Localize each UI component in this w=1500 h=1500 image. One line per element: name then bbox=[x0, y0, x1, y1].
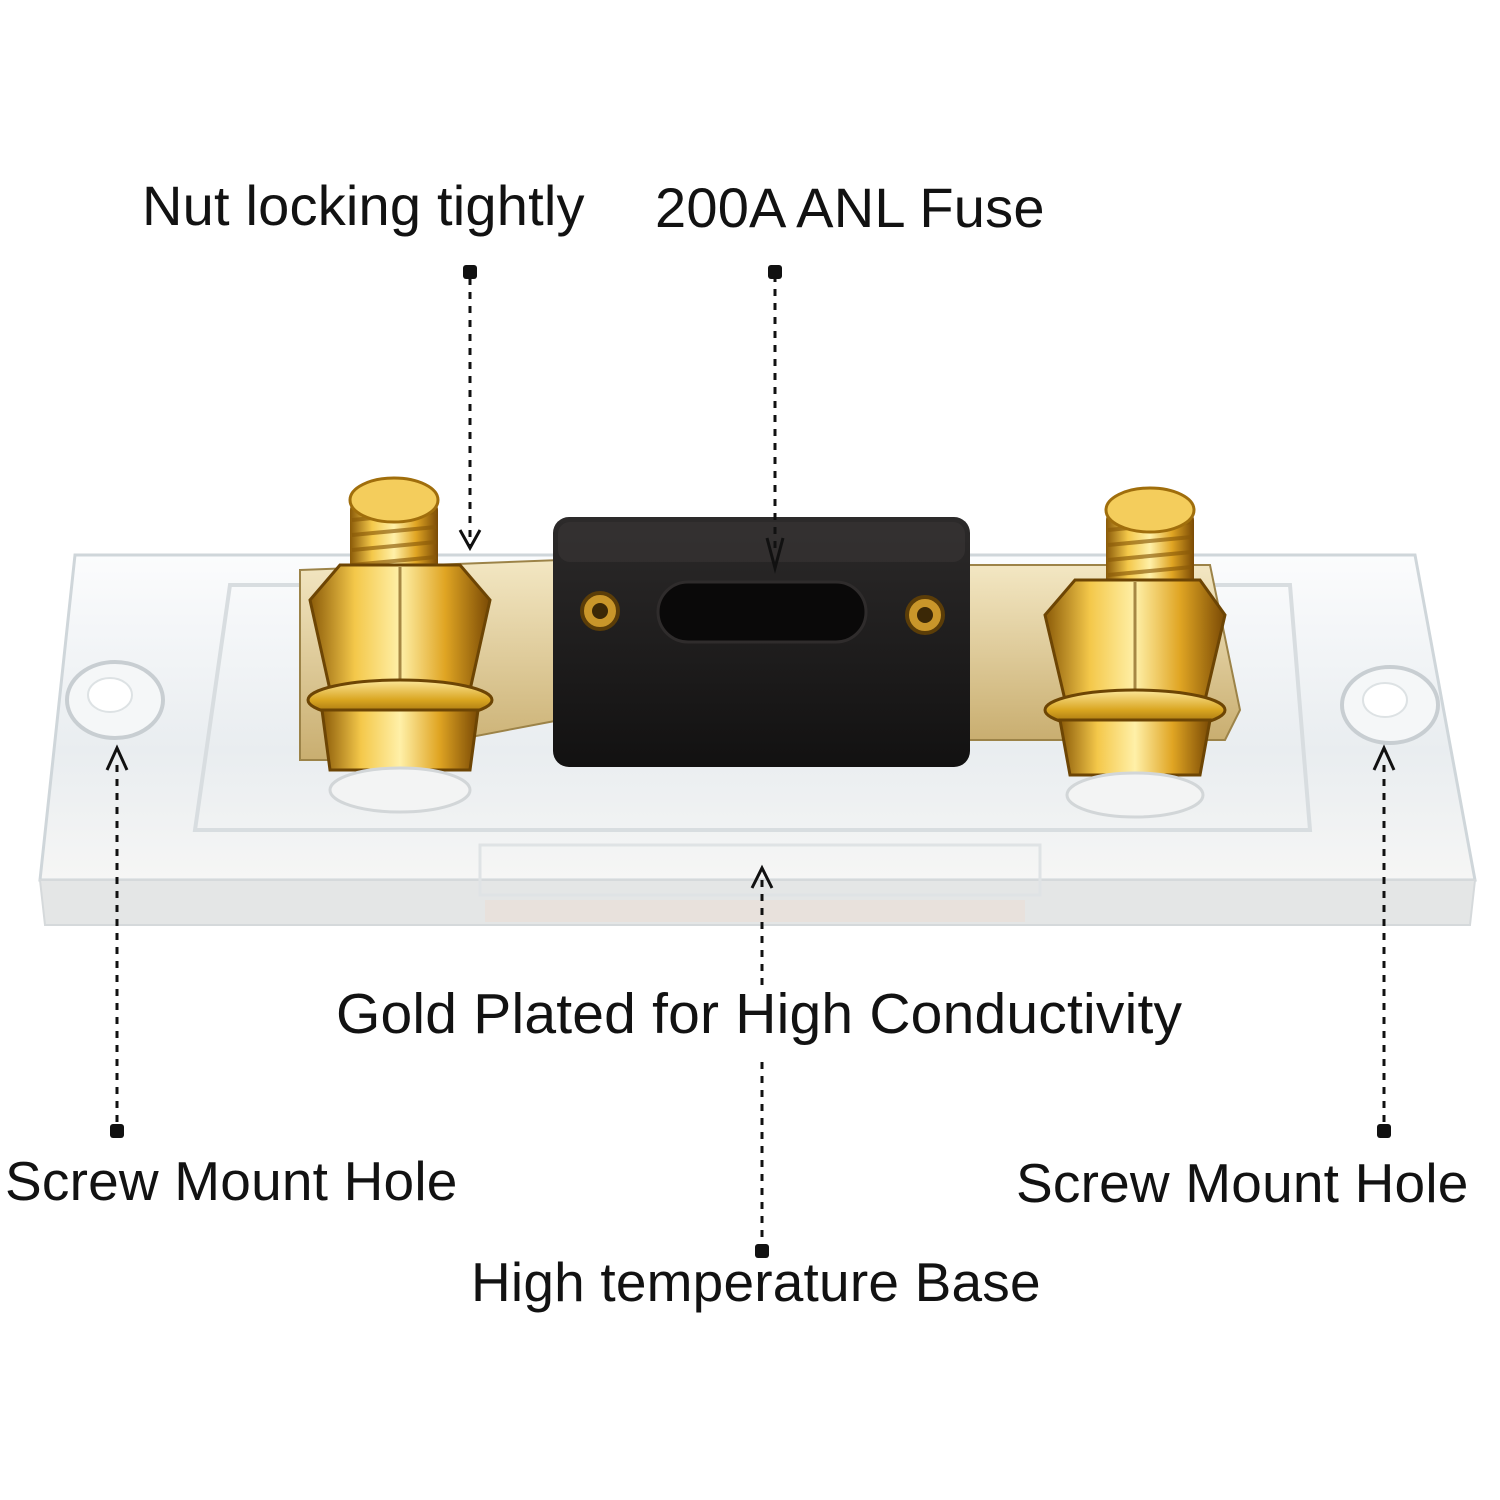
terminal-stud-left bbox=[306, 476, 494, 814]
arrowhead-nut bbox=[458, 529, 482, 552]
label-screw-mount-hole-left: Screw Mount Hole bbox=[5, 1150, 458, 1212]
screw-mount-hole-left bbox=[65, 660, 165, 740]
callout-dot-screw-right bbox=[1377, 1124, 1391, 1138]
label-anl-fuse: 200A ANL Fuse bbox=[655, 176, 1045, 239]
callout-arrowheads bbox=[105, 529, 1396, 889]
label-screw-mount-hole-right: Screw Mount Hole bbox=[1016, 1152, 1469, 1214]
arrowhead-screw-left bbox=[105, 744, 129, 771]
anl-fuse bbox=[553, 517, 970, 767]
label-nut-locking: Nut locking tightly bbox=[142, 174, 585, 237]
arrowhead-gold bbox=[750, 864, 774, 889]
arrowhead-fuse bbox=[765, 537, 785, 574]
callout-lines bbox=[115, 275, 1386, 1245]
label-high-temperature-base: High temperature Base bbox=[471, 1251, 1041, 1313]
callout-dot-screw-left bbox=[110, 1124, 124, 1138]
arrowhead-screw-right bbox=[1372, 744, 1396, 771]
callout-endpoints bbox=[110, 265, 1391, 1258]
callout-dot-base bbox=[755, 1244, 769, 1258]
callout-dot-fuse bbox=[768, 265, 782, 279]
terminal-stud-right bbox=[1043, 486, 1227, 819]
label-gold-plated: Gold Plated for High Conductivity bbox=[336, 982, 1183, 1046]
callout-dot-nut bbox=[463, 265, 477, 279]
screw-mount-hole-right bbox=[1340, 665, 1440, 745]
